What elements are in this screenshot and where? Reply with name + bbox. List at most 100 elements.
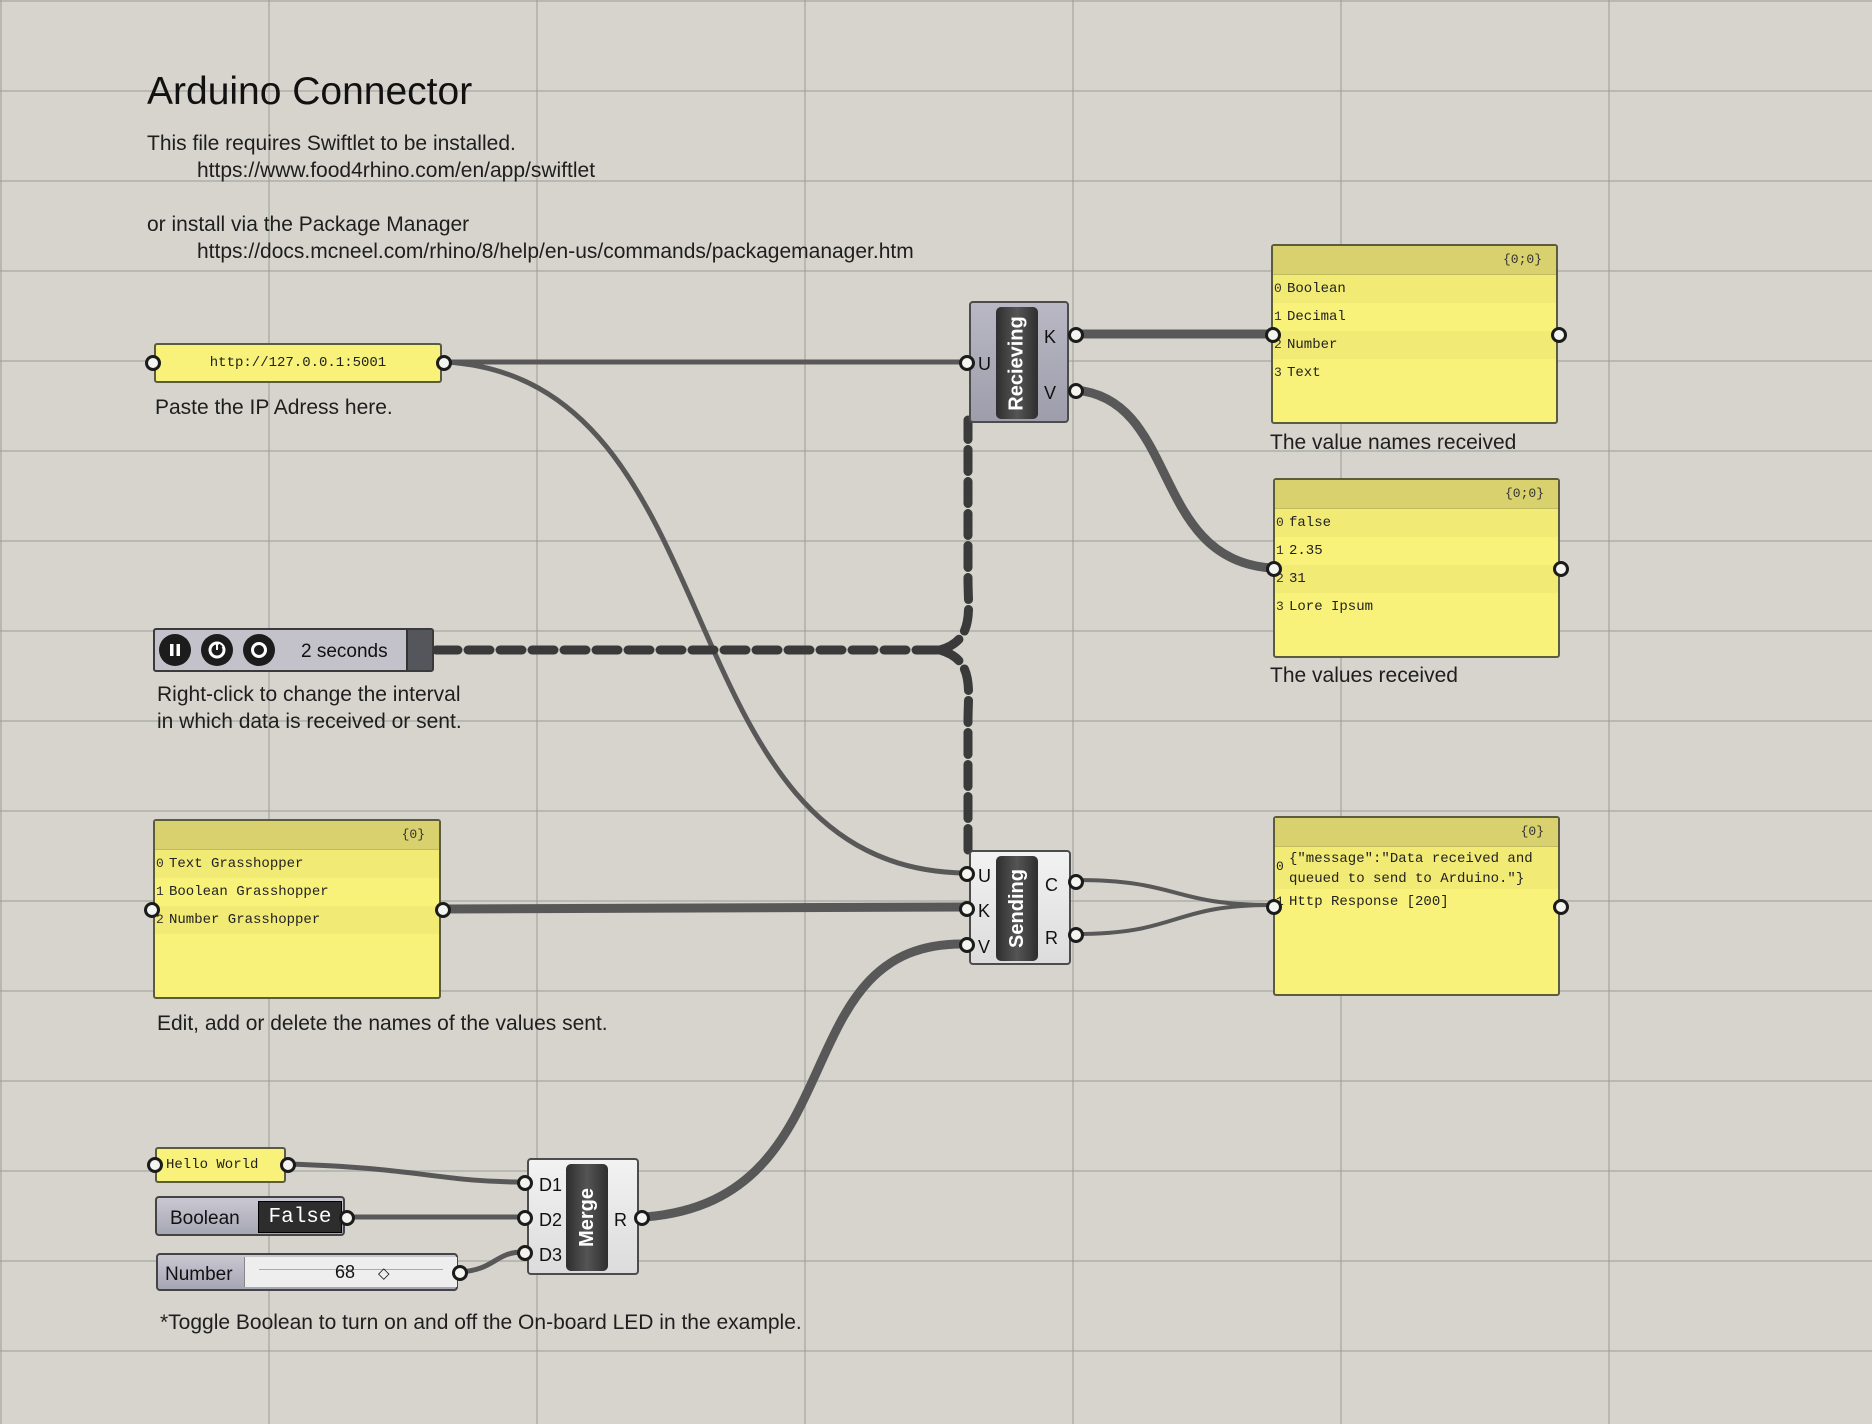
receiving-u-port[interactable]: [959, 355, 975, 371]
received-names-input-port[interactable]: [1265, 327, 1281, 343]
merge-d2-port[interactable]: [517, 1210, 533, 1226]
wire-hello-to-d1: [285, 1161, 526, 1185]
sending-output-c: C: [1045, 875, 1058, 895]
package-manager-link[interactable]: https://docs.mcneel.com/rhino/8/help/en-…: [197, 240, 914, 263]
receiving-name: Recieving: [996, 307, 1038, 419]
wire-r-to-response: [1074, 903, 1274, 936]
slider-value: 68: [335, 1262, 356, 1282]
response-output-port[interactable]: [1553, 899, 1569, 915]
stop-icon[interactable]: [243, 634, 275, 666]
timer-interval-label: 2 seconds: [301, 641, 388, 662]
hello-output-port[interactable]: [280, 1157, 296, 1173]
pause-icon[interactable]: [159, 634, 191, 666]
url-panel-input-port[interactable]: [145, 355, 161, 371]
number-slider[interactable]: Number 68 ◇: [156, 1253, 458, 1291]
sending-component[interactable]: U K V Sending C R: [969, 850, 1071, 965]
sending-u-port[interactable]: [959, 866, 975, 882]
sending-v-port[interactable]: [959, 937, 975, 953]
panel-row: 1 Http Response [200]: [1276, 894, 1449, 910]
panel-header: {0}: [155, 821, 439, 850]
receiving-output-k: K: [1044, 327, 1057, 347]
boolean-value[interactable]: False: [258, 1201, 342, 1233]
timer-note-line1: Right-click to change the interval: [157, 683, 461, 706]
url-panel-output-port[interactable]: [436, 355, 452, 371]
wire-names-to-sending: [441, 902, 971, 914]
received-values-output-port[interactable]: [1553, 561, 1569, 577]
panel-header: {0;0}: [1275, 480, 1558, 509]
merge-r-port[interactable]: [634, 1210, 650, 1226]
merge-input-d1: D1: [539, 1175, 563, 1195]
names-note: Edit, add or delete the names of the val…: [157, 1012, 608, 1035]
receiving-output-v: V: [1044, 383, 1057, 403]
package-manager-note: or install via the Package Manager: [147, 213, 470, 236]
response-panel[interactable]: {0} 0 {"message":"Data received and queu…: [1273, 816, 1560, 996]
received-names-note: The value names received: [1270, 431, 1517, 454]
receiving-input-u: U: [978, 354, 991, 374]
merge-name: Merge: [566, 1164, 608, 1271]
boolean-output-port[interactable]: [339, 1210, 355, 1226]
merge-component[interactable]: D1 D2 D3 Merge R: [527, 1158, 639, 1275]
merge-d3-port[interactable]: [517, 1245, 533, 1261]
hello-value: Hello World: [166, 1157, 259, 1173]
sending-input-k: K: [978, 901, 991, 921]
number-output-port[interactable]: [452, 1265, 468, 1281]
wire-timer-to-receiving: [935, 415, 974, 655]
timer-grip[interactable]: [406, 630, 432, 670]
timer-note-line2: in which data is received or sent.: [157, 710, 462, 733]
wire-timer-to-sending: [935, 645, 974, 855]
boolean-label: Boolean: [170, 1208, 240, 1229]
swiftlet-link[interactable]: https://www.food4rhino.com/en/app/swiftl…: [197, 159, 596, 182]
merge-input-d3: D3: [539, 1245, 563, 1265]
hello-input-port[interactable]: [147, 1157, 163, 1173]
sending-r-port[interactable]: [1068, 927, 1084, 943]
panel-header: {0}: [1275, 818, 1558, 847]
receiving-v-port[interactable]: [1068, 383, 1084, 399]
receiving-component[interactable]: U Recieving K V: [969, 301, 1069, 423]
merge-d1-port[interactable]: [517, 1175, 533, 1191]
interval-icon[interactable]: [201, 634, 233, 666]
page-title: Arduino Connector: [147, 70, 473, 113]
sending-c-port[interactable]: [1068, 874, 1084, 890]
sending-name: Sending: [996, 856, 1038, 961]
boolean-toggle[interactable]: Boolean False: [155, 1196, 345, 1236]
slider-grip-icon[interactable]: ◇: [378, 1265, 390, 1282]
panel-row: 0 {"message":"Data received and queued t…: [1275, 847, 1558, 889]
slider-track[interactable]: 68 ◇: [244, 1257, 457, 1287]
response-input-port[interactable]: [1266, 899, 1282, 915]
merge-output-r: R: [614, 1210, 627, 1230]
sending-output-r: R: [1045, 928, 1058, 948]
wire-url-to-sending: [443, 359, 969, 876]
sending-input-u: U: [978, 866, 991, 886]
received-values-input-port[interactable]: [1266, 561, 1282, 577]
sending-k-port[interactable]: [959, 901, 975, 917]
names-panel-output-port[interactable]: [435, 902, 451, 918]
received-names-output-port[interactable]: [1551, 327, 1567, 343]
wire-c-to-response: [1074, 878, 1274, 907]
sending-input-v: V: [978, 937, 991, 957]
names-panel-input-port[interactable]: [144, 902, 160, 918]
received-values-note: The values received: [1270, 664, 1458, 687]
hello-world-panel[interactable]: Hello World: [155, 1147, 286, 1183]
receiving-k-port[interactable]: [1068, 327, 1084, 343]
timer-component[interactable]: 2 seconds: [153, 628, 434, 672]
bottom-note: *Toggle Boolean to turn on and off the O…: [160, 1311, 802, 1334]
url-panel[interactable]: http://127.0.0.1:5001: [154, 343, 442, 383]
merge-input-d2: D2: [539, 1210, 563, 1230]
url-note: Paste the IP Adress here.: [155, 396, 393, 419]
url-value: http://127.0.0.1:5001: [209, 355, 387, 371]
requirement-note: This file requires Swiftlet to be instal…: [147, 132, 516, 155]
